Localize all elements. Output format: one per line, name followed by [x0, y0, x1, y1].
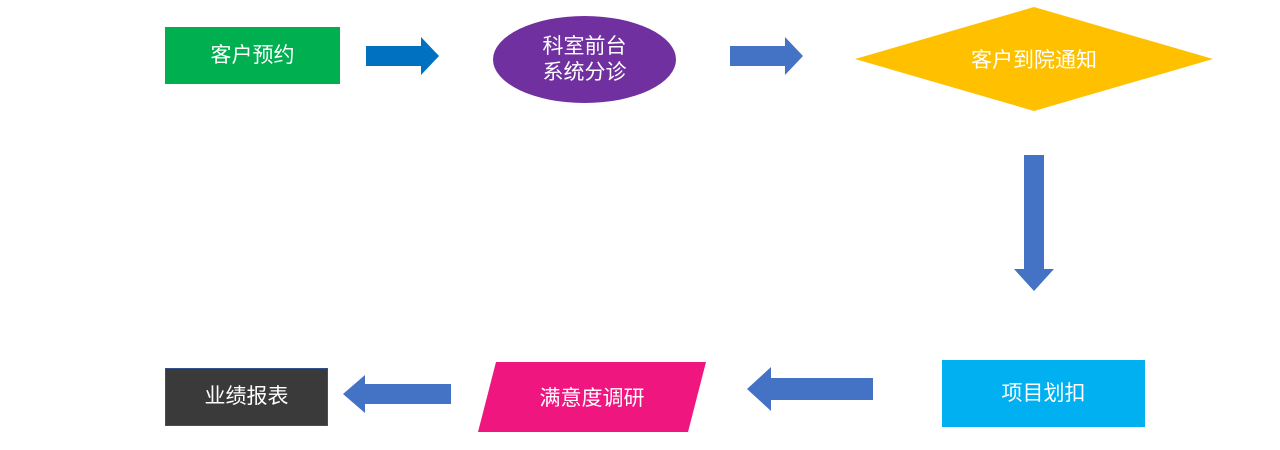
node-item-deduction-label: 项目划扣 [1001, 380, 1086, 405]
node-reservation: 客户预约 [165, 27, 340, 84]
arrow-right-1 [366, 37, 439, 75]
arrow-right-2 [730, 37, 803, 75]
node-front-desk-line1: 科室前台 [542, 34, 627, 59]
node-satisfaction-survey: 满意度调研 [478, 362, 706, 432]
node-front-desk-line2: 系统分诊 [542, 59, 627, 84]
arrow-left-2 [343, 375, 451, 413]
node-report-label: 业绩报表 [204, 384, 289, 409]
node-arrival-notice: 客户到院通知 [855, 7, 1213, 111]
node-item-deduction: 项目划扣 [942, 360, 1145, 427]
arrow-left-1 [747, 367, 873, 411]
node-performance-report: 业绩报表 [165, 368, 328, 426]
arrow-down [1014, 155, 1054, 291]
node-front-desk-triage: 科室前台 系统分诊 [493, 16, 676, 103]
node-reservation-label: 客户预约 [210, 42, 295, 67]
node-arrival-notice-label: 客户到院通知 [971, 48, 1097, 72]
node-satisfaction-label: 满意度调研 [539, 386, 645, 410]
